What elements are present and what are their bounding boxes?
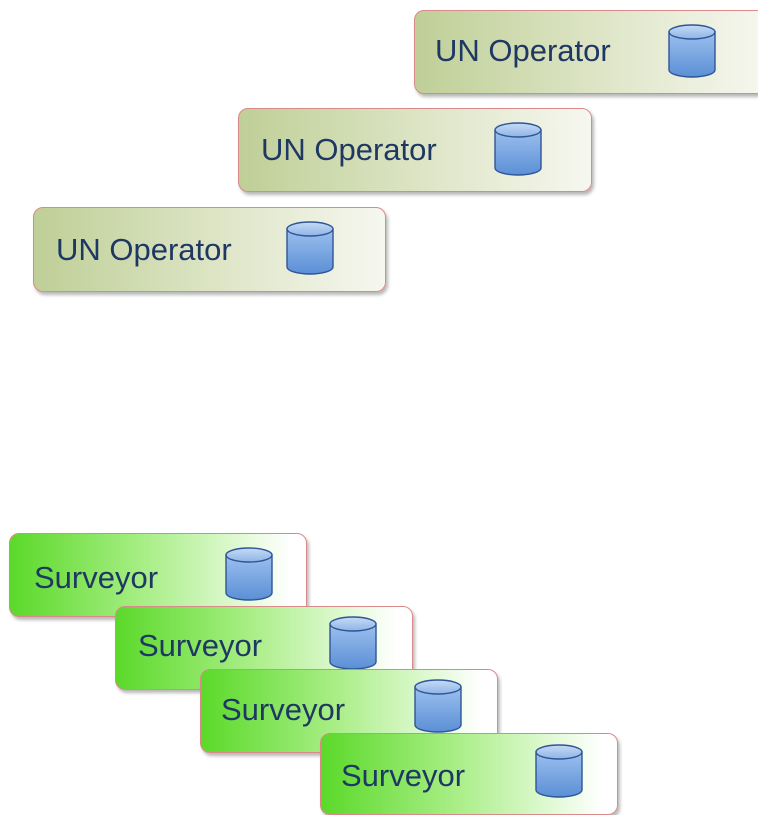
un-operator-box-3: UN Operator [33, 207, 386, 292]
un-operator-label: UN Operator [261, 132, 437, 167]
database-icon [224, 546, 274, 602]
database-icon [413, 678, 463, 734]
database-icon [534, 743, 584, 799]
un-operator-label: UN Operator [56, 232, 232, 267]
un-operator-box-1: UN Operator [414, 10, 758, 94]
un-operator-box-2: UN Operator [238, 108, 592, 192]
database-icon [667, 23, 717, 79]
surveyor-label: Surveyor [221, 692, 346, 727]
surveyor-label: Surveyor [138, 628, 263, 663]
un-operator-label: UN Operator [435, 33, 611, 68]
database-icon [493, 121, 543, 177]
database-icon [328, 615, 378, 671]
surveyor-label: Surveyor [341, 758, 466, 793]
surveyor-box-1: Surveyor [9, 533, 307, 617]
database-icon [285, 220, 335, 276]
surveyor-box-4: Surveyor [320, 733, 618, 815]
surveyor-label: Surveyor [34, 560, 159, 595]
